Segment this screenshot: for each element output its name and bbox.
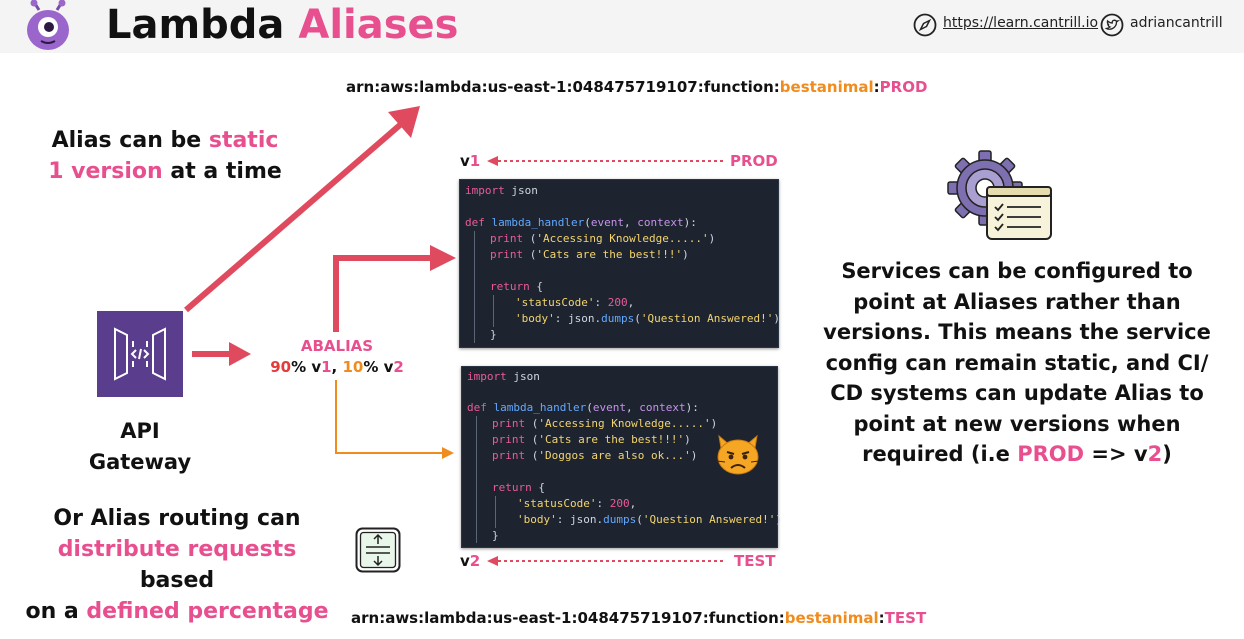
api-gateway-label: API Gateway [60,416,220,478]
version-1-label: v1 [460,152,480,170]
code2-line-body: 'body': json.dumps('Question Answered!') [517,513,782,526]
title-word-aliases: Aliases [298,2,459,48]
arn-test-function: bestanimal [784,609,879,627]
alias-label: ABALIAS 90% v1, 10% v2 [262,336,412,378]
split-arrows-icon [355,527,401,573]
routing-note-highlight2: defined percentage [86,599,329,624]
code1-line-def: def lambda_handler(event, context): [465,216,697,229]
gear-checklist-icon [947,150,1057,242]
services-note-close: ) [1162,442,1172,466]
code2-line-close: } [492,529,499,542]
services-note-arrow: => v [1084,442,1148,466]
code1-line-print1: print ('Accessing Knowledge.....') [490,232,716,245]
services-note-line7-text: required (i.e [862,442,1018,466]
code2-line-return: return { [492,481,545,494]
code2-line-print3: print ('Doggos are also ok...') [492,449,698,462]
prod-pointer-label: PROD [730,152,778,170]
services-note-line5: CD systems can update Alias to [830,381,1204,405]
api-gateway-label-line1: API [120,419,160,443]
arn-prod-prefix: arn:aws:lambda:us-east-1:048475719107:fu… [346,78,780,96]
code-block-v1: import json def lambda_handler(event, co… [459,179,780,348]
routing-note-line1: Or Alias routing can [53,506,301,531]
header-bar [0,0,1244,53]
alias-percent-sign-2: % [363,358,379,376]
twitter-handle-link[interactable]: adriancantrill [1130,15,1223,31]
services-note: Services can be configured to point at A… [812,256,1222,470]
cat-emoji-icon [714,432,762,476]
twitter-icon [1100,13,1124,37]
code1-line-body: 'body': json.dumps('Question Answered!') [515,312,780,325]
services-note-line2: point at Aliases rather than [853,289,1181,314]
version-2-num: 2 [469,552,481,570]
page-title: Lambda Aliases [106,2,458,48]
routing-note-text3: on a [25,599,87,624]
static-note-text2: at a time [162,159,282,184]
code1-line-close: } [490,328,497,341]
alias-weight-v2: 10 [342,358,364,376]
code2-line-def: def lambda_handler(event, context): [467,401,699,414]
services-note-line3: versions. This means the service [823,320,1211,344]
code2-line-status: 'statusCode': 200, [517,497,637,510]
arn-prod: arn:aws:lambda:us-east-1:048475719107:fu… [346,78,927,96]
api-gateway-label-line2: Gateway [88,450,192,474]
alias-v2-num: 2 [393,358,404,376]
version-2-v: v [460,552,470,570]
arn-prod-function: bestanimal [779,78,874,96]
static-note-version: 1 version [48,159,163,184]
api-gateway-icon [97,311,183,397]
arn-test-prefix: arn:aws:lambda:us-east-1:048475719107:fu… [351,609,785,627]
code2-line-print1: print ('Accessing Knowledge.....') [492,417,718,430]
code2-line-import: import json [467,370,540,383]
services-note-line1: Services can be configured to [841,259,1193,283]
alias-weight-v1: 90 [270,358,292,376]
services-note-prod: PROD [1017,442,1085,466]
website-link[interactable]: https://learn.cantrill.io [943,15,1099,31]
code1-line-return: return { [490,280,543,293]
static-note-text: Alias can be [51,128,209,153]
test-pointer-label: TEST [734,552,776,570]
compass-icon [913,13,937,37]
alias-comma: , [331,358,343,376]
routing-note-highlight1: distribute requests [57,537,297,562]
version-2-label: v2 [460,552,480,570]
title-word-lambda: Lambda [106,2,285,48]
routing-note-text2: based [139,568,215,593]
services-note-line6: point at new versions when [853,411,1181,436]
routing-note: Or Alias routing can distribute requests… [22,503,332,627]
code2-line-print2: print ('Cats are the best!!!') [492,433,691,446]
alias-v1-prefix: v [306,358,322,376]
version-1-v: v [460,152,470,170]
alias-name: ABALIAS [300,337,374,355]
code1-line-status: 'statusCode': 200, [515,296,635,309]
static-note-highlight: static [208,128,279,153]
arn-prod-alias: PROD [879,78,928,96]
alias-percent-sign: % [291,358,307,376]
services-note-v2: 2 [1147,442,1163,466]
code1-line-import: import json [465,184,538,197]
version-1-num: 1 [469,152,481,170]
arn-test-alias: TEST [884,609,927,627]
static-alias-note: Alias can be static 1 version at a time [30,125,300,187]
arn-prod-sep: : [873,78,880,96]
services-note-line4: config can remain static, and CI/ [825,350,1209,375]
alias-v2-prefix: v [378,358,394,376]
arn-test-sep: : [878,609,885,627]
code1-line-print2: print ('Cats are the best!!!') [490,248,689,261]
mascot-icon [22,0,74,52]
alias-v1-num: 1 [321,358,332,376]
arn-test: arn:aws:lambda:us-east-1:048475719107:fu… [351,609,926,627]
